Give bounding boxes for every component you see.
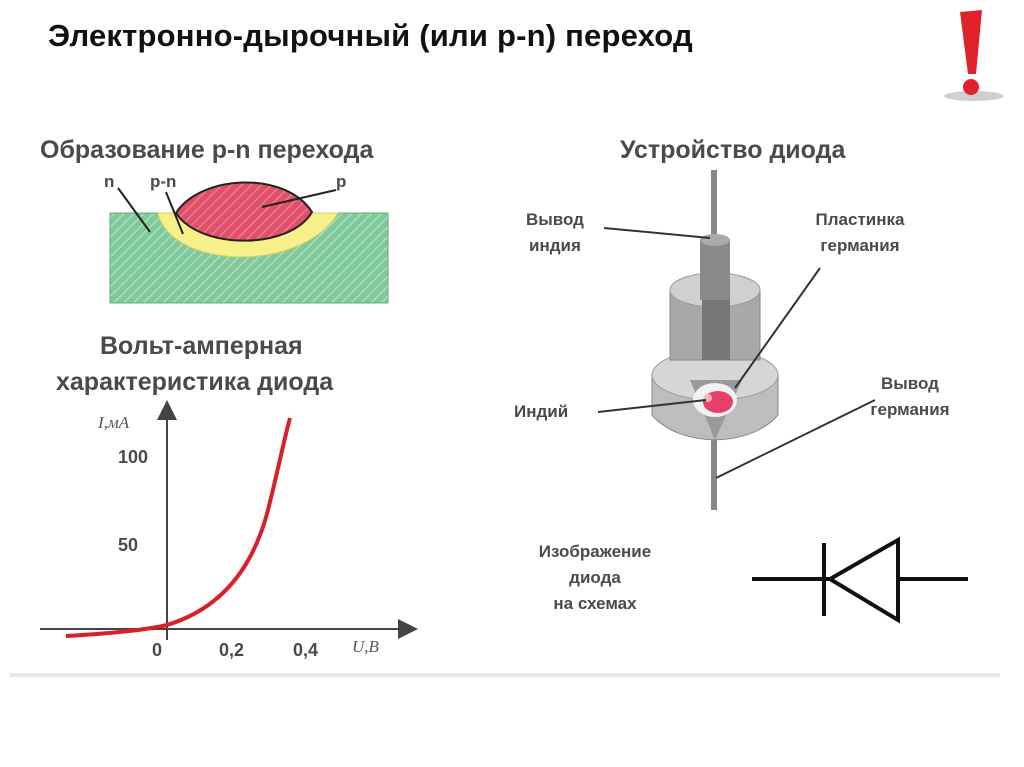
- label-germanium-lead-2: германия: [870, 400, 950, 419]
- x-tick-0: 0: [152, 640, 163, 660]
- label-germanium-plate-1: Пластинка: [815, 210, 905, 229]
- label-indium-lead-1: Вывод: [526, 210, 584, 229]
- y-tick-50: 50: [118, 535, 139, 555]
- p-region: [174, 181, 314, 242]
- label-indium: Индий: [514, 402, 569, 421]
- label-germanium-plate-2: германия: [820, 236, 900, 255]
- label-indium-lead-2: индия: [529, 236, 581, 255]
- x-tick-04: 0,4: [293, 640, 319, 660]
- diode-heading: Устройство диода: [620, 136, 846, 164]
- exclamation-icon: [940, 4, 1012, 104]
- label-germanium-lead-1: Вывод: [881, 374, 939, 393]
- label-p: p: [336, 172, 347, 191]
- iv-heading-line1: Вольт-амперная: [100, 332, 303, 360]
- symbol-caption-2: диода: [569, 568, 621, 587]
- page-title: Электронно-дырочный (или p-n) переход: [48, 18, 693, 53]
- symbol-caption-1: Изображение: [538, 542, 652, 561]
- symbol-caption-3: на схемах: [553, 594, 637, 613]
- x-tick-02: 0,2: [219, 640, 245, 660]
- y-axis-label: I,мА: [98, 413, 130, 432]
- label-n: n: [104, 172, 115, 191]
- y-tick-100: 100: [118, 447, 149, 467]
- label-pn: p-n: [150, 172, 177, 191]
- pn-formation-heading: Образование p-n перехода: [40, 136, 374, 164]
- anode-triangle: [826, 536, 900, 624]
- x-axis-label: U,B: [352, 637, 379, 656]
- iv-curve: [65, 417, 292, 638]
- iv-heading-line2: характеристика диода: [56, 368, 334, 396]
- bottom-divider: [10, 673, 1000, 677]
